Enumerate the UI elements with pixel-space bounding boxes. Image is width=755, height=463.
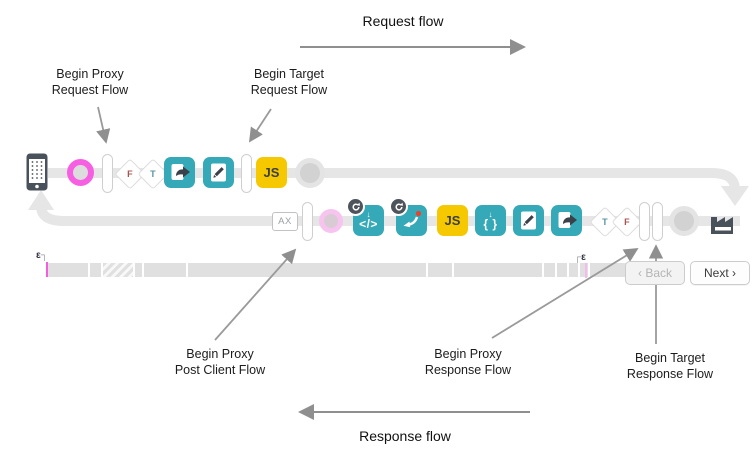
javascript-policy-icon[interactable]: JS — [437, 205, 468, 236]
timeline-bar — [48, 263, 640, 277]
braces-glyph: { } — [483, 216, 498, 231]
timeline-segment[interactable] — [48, 263, 88, 277]
condition-false-node[interactable]: F — [611, 206, 643, 238]
timeline-epsilon-right: ┌ε — [574, 252, 586, 263]
timeline-segment[interactable] — [454, 263, 542, 277]
timeline-segment[interactable] — [188, 263, 426, 277]
timeline-segment[interactable] — [135, 263, 142, 277]
begin-proxy-request-flow-marker[interactable] — [102, 154, 113, 193]
javascript-policy-icon[interactable]: JS — [256, 157, 287, 188]
timeline-segment[interactable] — [144, 263, 186, 277]
proxy-endpoint-node[interactable] — [67, 159, 94, 186]
target-factory-icon[interactable] — [708, 207, 740, 242]
response-flow-end-node[interactable] — [674, 211, 694, 231]
begin-target-response-label: Begin Target Response Flow — [626, 351, 714, 382]
timeline-segment[interactable] — [90, 263, 101, 277]
timeline-segment[interactable] — [103, 263, 133, 277]
back-button[interactable]: ‹ Back — [625, 261, 685, 285]
callout-policy-icon[interactable] — [551, 205, 582, 236]
callout-policy-icon[interactable] — [164, 157, 195, 188]
timeline-segment[interactable] — [544, 263, 555, 277]
begin-proxy-request-pointer-icon — [96, 106, 111, 144]
code-glyph: </> — [359, 216, 378, 231]
timeline-start-tick — [46, 262, 48, 277]
assign-message-policy-icon[interactable] — [203, 157, 234, 188]
begin-proxy-post-client-label: Begin Proxy Post Client Flow — [174, 347, 266, 378]
begin-proxy-response-flow-marker[interactable] — [639, 202, 650, 241]
timeline-end-tick — [585, 263, 587, 278]
next-button[interactable]: Next › — [690, 261, 750, 285]
timeline-segment[interactable] — [428, 263, 452, 277]
begin-target-request-label: Begin Target Request Flow — [250, 67, 328, 98]
analytics-ax-node[interactable]: AX — [272, 212, 298, 231]
repeat-badge-icon — [346, 197, 365, 216]
request-flow-end-node[interactable] — [300, 163, 320, 183]
timeline-segment[interactable] — [557, 263, 567, 277]
repeat-badge-icon — [389, 197, 408, 216]
client-phone-icon[interactable] — [26, 153, 48, 196]
begin-proxy-response-label: Begin Proxy Response Flow — [424, 347, 512, 378]
timeline-segment[interactable] — [569, 263, 578, 277]
begin-proxy-post-client-flow-marker[interactable] — [302, 202, 313, 241]
response-flow-title: Response flow — [359, 428, 451, 444]
begin-target-request-pointer-icon — [249, 108, 272, 143]
begin-target-response-flow-marker[interactable] — [652, 202, 663, 241]
assign-message-policy-icon[interactable] — [513, 205, 544, 236]
post-client-endpoint-node[interactable] — [319, 209, 343, 233]
request-track-arrowhead-icon — [721, 186, 749, 206]
json-braces-policy-icon[interactable]: ↓ { } — [475, 205, 506, 236]
begin-target-request-flow-marker[interactable] — [241, 154, 252, 193]
timeline-epsilon-left: ε┐ — [36, 250, 48, 261]
request-flow-title: Request flow — [362, 13, 444, 29]
begin-proxy-request-label: Begin Proxy Request Flow — [51, 67, 129, 98]
